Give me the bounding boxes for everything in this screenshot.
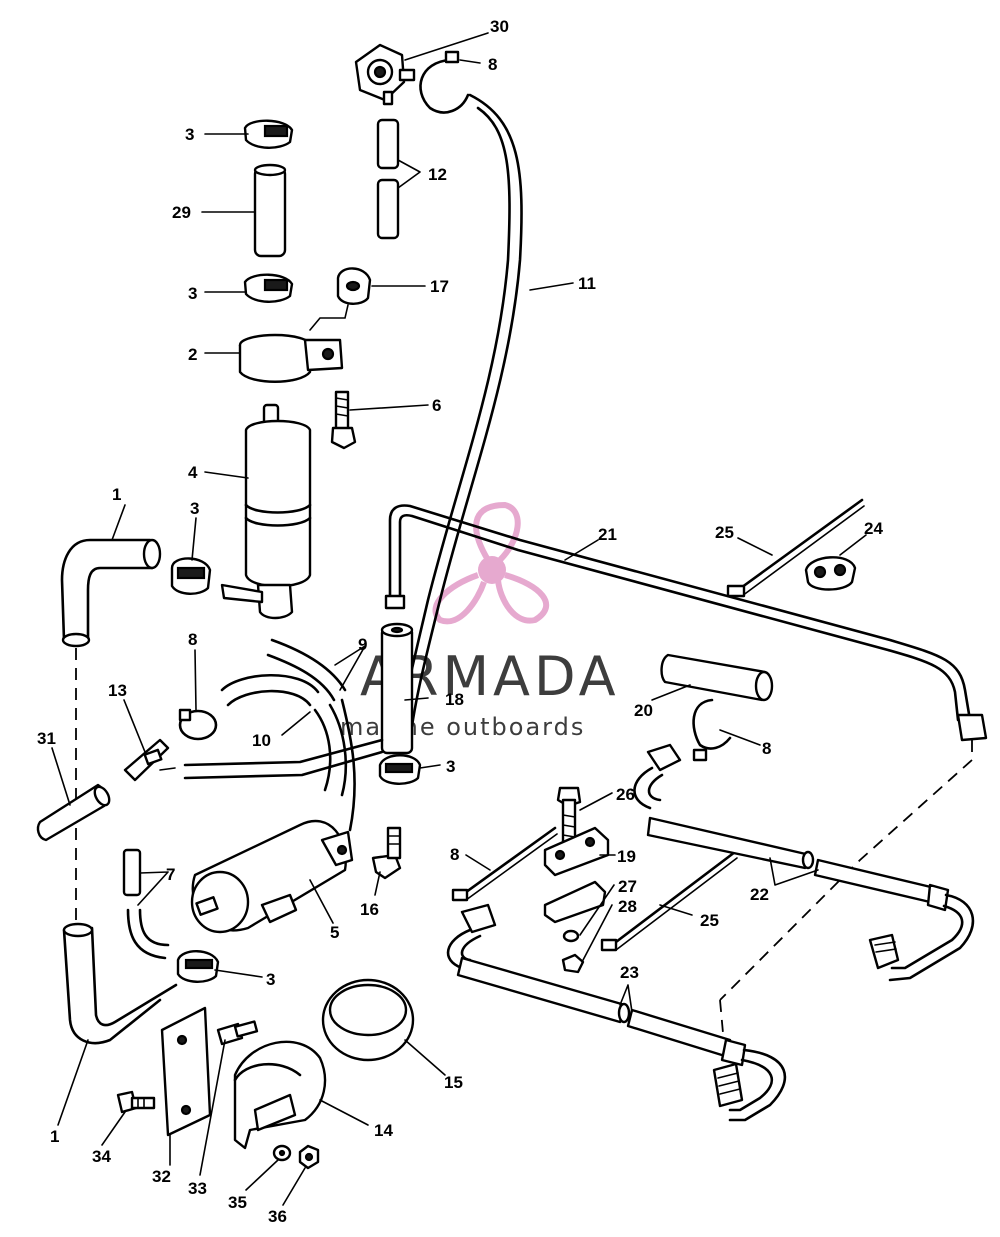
callout-21: 21 <box>598 525 617 544</box>
part-35-washer <box>272 1144 292 1162</box>
part-26-bolt <box>556 786 582 847</box>
callout-23: 23 <box>620 963 639 982</box>
part-8-tie-lower <box>451 826 558 902</box>
part-34-screw <box>116 1090 156 1114</box>
part-36-nut <box>298 1144 320 1170</box>
callout-29: 29 <box>172 203 191 222</box>
part-1-elbow-top <box>60 538 162 648</box>
callout-34: 34 <box>92 1147 111 1166</box>
callout-10: 10 <box>252 731 271 750</box>
callout-15: 15 <box>444 1073 463 1092</box>
part-29-hose <box>253 163 287 258</box>
part-19-clamp <box>543 826 610 924</box>
callout-4: 4 <box>188 463 198 482</box>
callout-25-top: 25 <box>715 523 734 542</box>
callout-8-left: 8 <box>188 630 197 649</box>
callout-9: 9 <box>358 635 367 654</box>
watermark-tagline: marine outboards <box>340 713 585 741</box>
callout-3-e: 3 <box>266 970 275 989</box>
part-32-plate <box>160 1006 212 1137</box>
part-28-nut <box>561 953 585 974</box>
part-8-clamp-right <box>692 698 732 762</box>
part-30-fitting <box>354 43 416 106</box>
callout-18: 18 <box>445 690 464 709</box>
part-16-fitting <box>371 826 402 880</box>
callout-2: 2 <box>188 345 197 364</box>
part-18-hose <box>380 622 414 755</box>
part-5-pump <box>190 819 354 934</box>
part-24-clip <box>804 556 857 591</box>
callout-32: 32 <box>152 1167 171 1186</box>
part-14-bracket <box>233 1040 327 1150</box>
callout-33: 33 <box>188 1179 207 1198</box>
callout-14: 14 <box>374 1121 393 1140</box>
part-21-tube <box>384 504 988 742</box>
connecting-hose <box>183 738 384 780</box>
part-20-sleeve <box>660 653 774 702</box>
part-22-hose-assy <box>633 743 975 982</box>
part-3-clamp-5 <box>176 950 220 983</box>
callout-3-a: 3 <box>185 125 194 144</box>
callout-labels: 30 8 12 11 3 29 3 17 2 6 4 1 3 8 9 10 18… <box>37 17 883 1226</box>
callout-13: 13 <box>108 681 127 700</box>
part-25-tie-lower <box>600 850 738 952</box>
callout-24: 24 <box>864 519 883 538</box>
part-6-bolt <box>330 390 357 450</box>
callout-36: 36 <box>268 1207 287 1226</box>
callout-19: 19 <box>617 847 636 866</box>
callout-27: 27 <box>618 877 637 896</box>
part-15-sleeve <box>321 978 415 1062</box>
callout-8-lower: 8 <box>450 845 459 864</box>
part-12-hoses <box>376 118 400 240</box>
callout-7: 7 <box>166 865 175 884</box>
callout-20: 20 <box>634 701 653 720</box>
part-31-hose <box>36 783 111 842</box>
callout-8-right: 8 <box>762 739 771 758</box>
part-10-hose <box>220 674 356 832</box>
part-2-bracket <box>238 304 349 383</box>
callout-26: 26 <box>616 785 635 804</box>
part-1-elbow-bottom <box>62 922 178 1045</box>
callout-17: 17 <box>430 277 449 296</box>
part-17-grommet <box>336 267 372 305</box>
part-4-filter <box>220 403 312 620</box>
part-27-washer <box>562 929 580 943</box>
callout-25-lower: 25 <box>700 911 719 930</box>
part-8-clamp-top <box>419 50 470 114</box>
callout-1-bottom: 1 <box>50 1127 59 1146</box>
part-3-clamp-3 <box>170 557 212 595</box>
callout-16: 16 <box>360 900 379 919</box>
part-25-tie-top <box>726 498 865 598</box>
part-33-screw <box>216 1020 259 1046</box>
callout-1-top: 1 <box>112 485 121 504</box>
callout-8-top: 8 <box>488 55 497 74</box>
callout-30: 30 <box>490 17 509 36</box>
part-3-clamp-4 <box>378 754 422 785</box>
part-13-valve <box>123 738 176 782</box>
part-11-long-hose <box>396 93 523 742</box>
callout-5: 5 <box>330 923 339 942</box>
callout-6: 6 <box>432 396 441 415</box>
leader-lines <box>51 32 867 1206</box>
part-23-hose-assy <box>446 903 787 1122</box>
part-3-clamp-1 <box>243 119 294 149</box>
part-7-hoses <box>122 848 170 960</box>
callout-3-b: 3 <box>188 284 197 303</box>
callout-28: 28 <box>618 897 637 916</box>
part-9-hose <box>266 638 347 702</box>
callout-35: 35 <box>228 1193 247 1212</box>
callout-11: 11 <box>578 274 596 293</box>
callout-31: 31 <box>37 729 56 748</box>
callout-3-d: 3 <box>446 757 455 776</box>
callout-12: 12 <box>428 165 447 184</box>
callout-3-c: 3 <box>190 499 199 518</box>
propeller-logo <box>432 501 550 625</box>
part-8-clamp-left <box>178 708 218 741</box>
callout-22: 22 <box>750 885 769 904</box>
part-3-clamp-2 <box>243 273 294 303</box>
